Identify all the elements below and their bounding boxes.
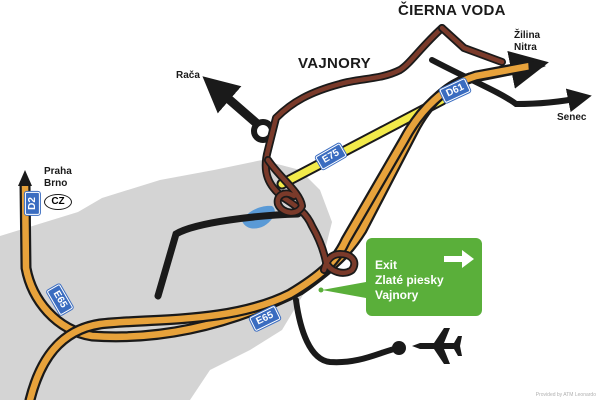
label-brno: Brno [44, 178, 68, 189]
shield-d2: D2 [24, 192, 40, 215]
road-to-airport [293, 297, 401, 366]
exit-sign-line3: Vajnory [375, 288, 419, 302]
exit-sign-text: Exit Zlaté piesky Vajnory [375, 258, 444, 303]
label-praha-brno: Praha Brno [44, 166, 72, 190]
arrow-right-icon [444, 250, 474, 268]
label-nitra: Nitra [514, 42, 537, 53]
label-raca: Rača [176, 70, 200, 81]
exit-pointer [322, 282, 366, 298]
exit-dot [318, 287, 324, 293]
exit-sign: Exit Zlaté piesky Vajnory [366, 238, 482, 316]
label-cierna-voda: ČIERNA VODA [398, 2, 506, 19]
label-zilina: Žilina [514, 30, 541, 41]
exit-sign-line1: Exit [375, 258, 398, 272]
label-praha: Praha [44, 166, 72, 177]
road-end-dot [392, 341, 406, 355]
country-badge: CZ [44, 194, 72, 210]
airplane-icon [412, 328, 462, 364]
exit-sign-line2: Zlaté piesky [375, 273, 444, 287]
road-to-raca [202, 76, 267, 133]
arrow-to-zilina [528, 60, 546, 73]
label-senec: Senec [557, 112, 587, 123]
arrow-to-praha [18, 170, 32, 186]
map-credit: Provided by ATM Leonardo [535, 392, 596, 398]
label-zilina-nitra: Žilina Nitra [514, 30, 540, 54]
road-west-spur [154, 210, 302, 300]
label-vajnory: VAJNORY [298, 55, 371, 72]
